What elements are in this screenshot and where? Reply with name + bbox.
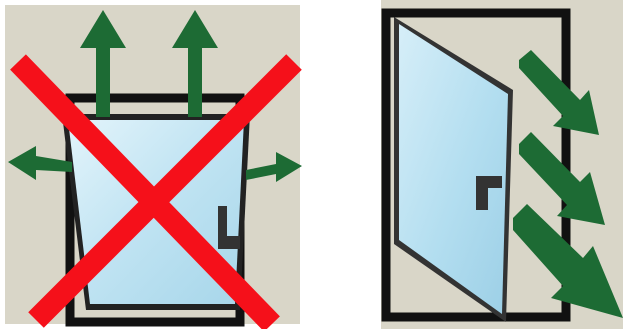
panel-side-opening-window xyxy=(381,0,623,329)
side-window-illustration xyxy=(381,0,623,329)
panel-tilt-window-prohibited xyxy=(0,0,305,329)
tilt-window-illustration xyxy=(0,0,305,329)
